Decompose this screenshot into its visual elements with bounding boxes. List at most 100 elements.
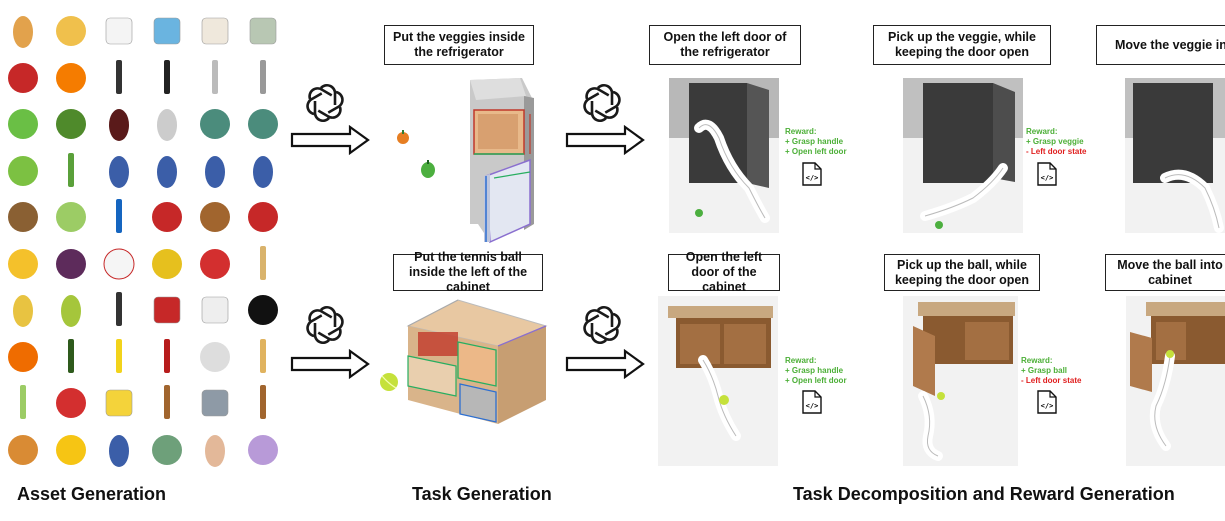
mango-asset-icon: [0, 241, 46, 285]
trash-can-asset-icon: [192, 380, 238, 424]
robot-scene-open-cabinet: [658, 296, 778, 466]
subtask-box: Pick up the ball, while keeping the door…: [884, 254, 1040, 291]
handbag-asset-icon: [144, 287, 190, 331]
spatula-asset-icon: [96, 55, 142, 99]
teapot-asset-icon: [240, 101, 286, 145]
leek-asset-icon: [0, 380, 46, 424]
vase-asset-icon: [144, 148, 190, 192]
subtask-box: Move the veggie in: [1096, 25, 1225, 65]
whisk-asset-icon: [192, 55, 238, 99]
butternut-squash-asset-icon: [0, 8, 46, 52]
strawberry-asset-icon: [48, 380, 94, 424]
teapot-asset-icon: [192, 101, 238, 145]
subtask-box: Pick up the veggie, while keeping the do…: [873, 25, 1051, 65]
comb-asset-icon: [96, 287, 142, 331]
kiwi-asset-icon: [0, 194, 46, 238]
subtask-box: Open the left door of the cabinet: [668, 250, 780, 294]
reward-item: - Left door state: [1021, 376, 1082, 385]
svg-text:</>: </>: [1041, 174, 1054, 182]
vase-asset-icon: [96, 148, 142, 192]
reward-block: Reward: + Grasp ball - Left door state: [1021, 356, 1081, 386]
reward-item: - Left door state: [1026, 147, 1087, 156]
apple-asset-icon: [0, 148, 46, 192]
task-decomposition-title: Task Decomposition and Reward Generation: [793, 484, 1175, 504]
reward-item: + Open left door: [785, 147, 847, 156]
pumpkin-asset-icon: [0, 334, 46, 378]
svg-text:</>: </>: [806, 402, 819, 410]
cherries-asset-icon: [0, 55, 46, 99]
melon-asset-icon: [48, 8, 94, 52]
marker-asset-icon: [144, 334, 190, 378]
pitcher-asset-icon: [144, 101, 190, 145]
reward-item: + Open left door: [785, 376, 847, 385]
desk-lamp-asset-icon: [192, 334, 238, 378]
teddy-bear-asset-icon: [240, 427, 286, 471]
asset-grid: [0, 8, 290, 476]
vase-asset-icon: [192, 148, 238, 192]
openai-logo-icon: [583, 83, 621, 123]
snow-pea-asset-icon: [48, 148, 94, 192]
mangosteen-asset-icon: [48, 241, 94, 285]
axe-asset-icon: [192, 194, 238, 238]
softball-asset-icon: [144, 241, 190, 285]
task-generation-title: Task Generation: [412, 484, 552, 504]
reward-block: Reward: + Grasp veggie - Left door state: [1026, 127, 1086, 157]
mandarin-asset-icon: [48, 55, 94, 99]
pliers-asset-icon: [240, 194, 286, 238]
arrow-icon: [565, 125, 645, 155]
reward-item: + Grasp handle: [785, 137, 844, 146]
screwdriver-asset-icon: [96, 194, 142, 238]
lettuce-asset-icon: [0, 101, 46, 145]
kohlrabi-asset-icon: [48, 194, 94, 238]
asset-generation-title: Asset Generation: [17, 484, 167, 504]
code-file-icon: </>: [1037, 162, 1057, 186]
openai-logo-icon: [306, 83, 344, 123]
code-file-icon: </>: [802, 390, 822, 414]
avocado-asset-icon: [48, 101, 94, 145]
openai-logo-icon: [583, 305, 621, 345]
reward-heading: Reward:: [785, 127, 817, 136]
broom-asset-icon: [240, 380, 286, 424]
robot-scene-pick-ball: [903, 296, 1018, 466]
chopstick-asset-icon: [240, 241, 286, 285]
arrow-icon: [290, 125, 370, 155]
reward-heading: Reward:: [785, 356, 817, 365]
papaya-asset-icon: [0, 287, 46, 331]
arrow-icon: [565, 349, 645, 379]
tote-asset-icon: [192, 287, 238, 331]
robot-scene-move-veggie: [1125, 78, 1225, 233]
refrigerator-scene: [397, 78, 534, 244]
pliers-asset-icon: [144, 194, 190, 238]
task-instruction-box: Put the tennis ball inside the left of t…: [393, 250, 543, 294]
onion-asset-icon: [0, 427, 46, 471]
broom-asset-icon: [144, 380, 190, 424]
svg-text:</>: </>: [1041, 402, 1054, 410]
vase-asset-icon: [96, 427, 142, 471]
reward-heading: Reward:: [1026, 127, 1058, 136]
paddle-asset-icon: [192, 241, 238, 285]
pencil-asset-icon: [240, 334, 286, 378]
teacup-asset-icon: [144, 8, 190, 52]
robot-scene-open-fridge: [669, 78, 779, 233]
vase-asset-icon: [240, 148, 286, 192]
sunglasses-asset-icon: [240, 287, 286, 331]
plush-toy-asset-icon: [144, 427, 190, 471]
code-file-icon: </>: [1037, 390, 1057, 414]
subtask-box: Move the ball into cabinet: [1105, 254, 1225, 291]
reward-block: Reward: + Grasp handle + Open left door: [785, 356, 847, 386]
ladle-asset-icon: [144, 55, 190, 99]
arrow-icon: [290, 349, 370, 379]
knife-asset-icon: [240, 55, 286, 99]
robot-scene-move-ball: [1126, 296, 1225, 466]
highlighter-asset-icon: [96, 334, 142, 378]
pear-asset-icon: [48, 287, 94, 331]
openai-logo-icon: [306, 305, 344, 345]
reward-item: + Grasp ball: [1021, 366, 1068, 375]
tall-mug-asset-icon: [192, 8, 238, 52]
reward-item: + Grasp veggie: [1026, 137, 1084, 146]
mug-asset-icon: [96, 8, 142, 52]
bell-pepper-asset-icon: [48, 427, 94, 471]
zucchini-asset-icon: [48, 334, 94, 378]
task-instruction-box: Put the veggies inside the refrigerator: [384, 25, 534, 65]
code-file-icon: </>: [802, 162, 822, 186]
